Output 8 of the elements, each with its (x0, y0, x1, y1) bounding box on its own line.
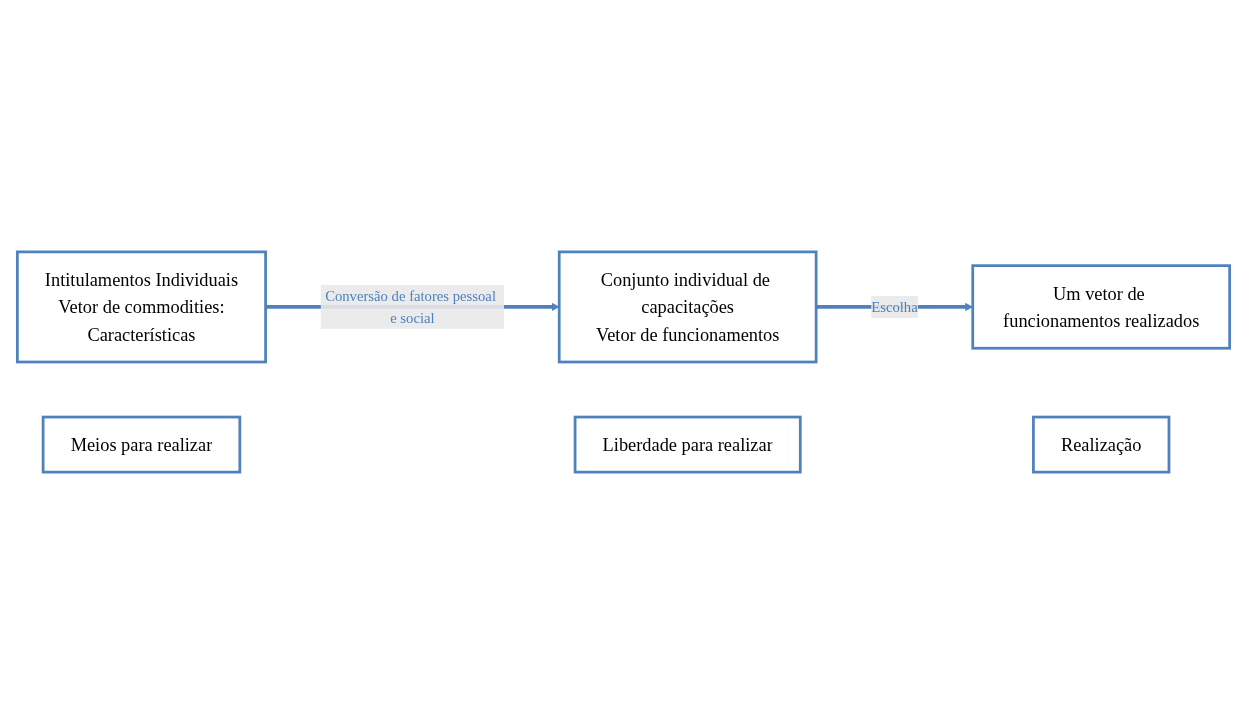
node-box: Realização (1032, 415, 1171, 474)
node-box: Intitulamentos Individuais Vetor de commodities: Características (15, 250, 267, 364)
node-box: Conjunto individual de capacitações Vetor de funcionamentos (557, 250, 818, 364)
node-box: Liberdade para realizar (573, 415, 802, 474)
edge-label: Escolha (871, 298, 918, 315)
node-box: Um vetor de funcionamentos realizados (971, 264, 1232, 350)
edge-label: Conversão de fatores pessoal e social (325, 287, 496, 326)
node-box: Meios para realizar (41, 415, 242, 474)
